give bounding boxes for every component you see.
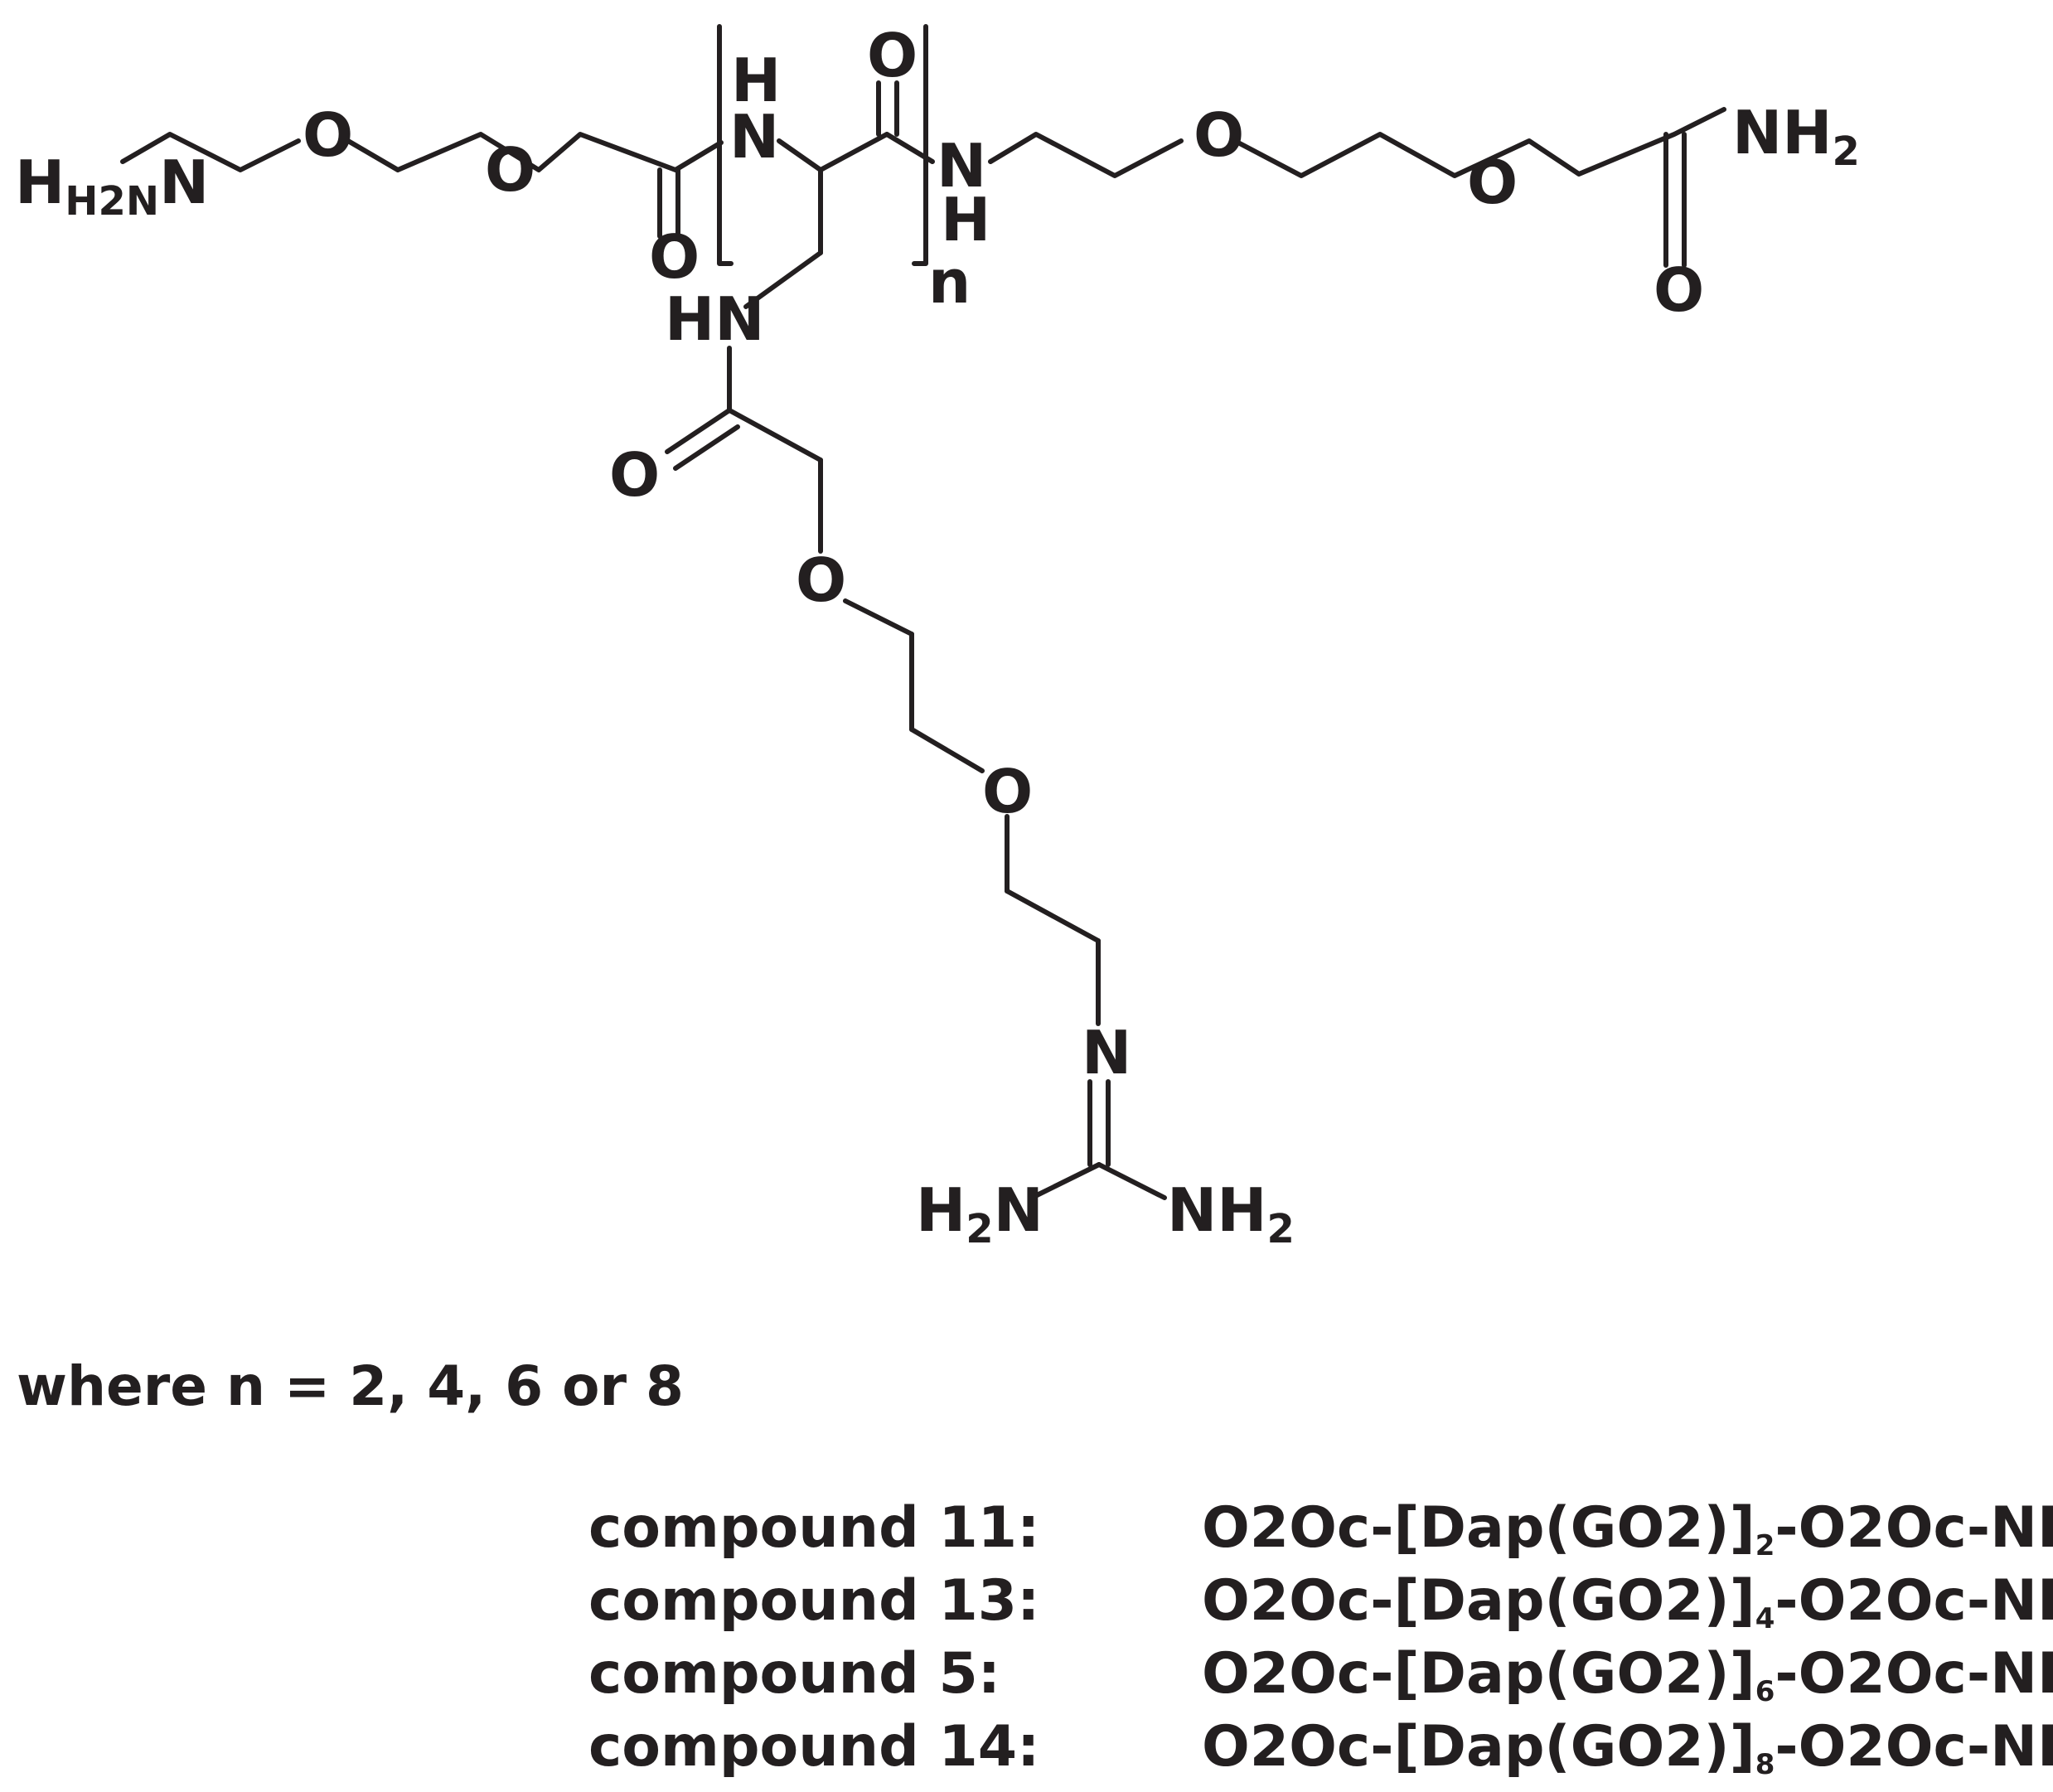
compound-name: compound 14: bbox=[588, 1714, 1040, 1780]
compound-formula: O2Oc-[Dap(GO2)]8-O2Oc-NH2 bbox=[1202, 1714, 2053, 1782]
guanidine-nitrogen: N bbox=[1082, 1018, 1131, 1087]
ether-oxygen-5: O bbox=[796, 545, 846, 615]
side-chain-carbonyl-oxygen: O bbox=[609, 440, 660, 510]
compound-list: compound 11: O2Oc-[Dap(GO2)]2-O2Oc-NH2 c… bbox=[588, 1495, 2053, 1792]
amide-nitrogen-right: N bbox=[937, 131, 986, 201]
ether-oxygen-2: O bbox=[485, 135, 535, 205]
amine-label-left: HH2NN bbox=[15, 148, 209, 225]
repeat-unit-condition: where n = 2, 4, 6 or 8 bbox=[17, 1354, 684, 1418]
terminal-amide-label: NH2 bbox=[1732, 98, 1860, 175]
ether-oxygen-6: O bbox=[982, 757, 1033, 826]
carbonyl-oxygen-right: O bbox=[867, 21, 918, 90]
backbone-hydrogen: H bbox=[731, 46, 781, 115]
chemical-structure: HH2NN O O O H N O N H n O O NH2 O HN O O… bbox=[15, 21, 1860, 1252]
atom-labels: HH2NN O O O H N O N H n O O NH2 O HN O O… bbox=[15, 21, 1860, 1252]
bond-lines bbox=[120, 24, 1726, 1200]
compound-name: compound 11: bbox=[588, 1495, 1040, 1561]
ether-oxygen-1: O bbox=[303, 100, 353, 170]
compound-formula: O2Oc-[Dap(GO2)]2-O2Oc-NH2 bbox=[1202, 1495, 2053, 1563]
ether-oxygen-4: O bbox=[1467, 148, 1518, 217]
carbonyl-oxygen-left: O bbox=[649, 222, 700, 292]
amide-hydrogen-right: H bbox=[941, 185, 990, 254]
guanidine-amine-left: H2N bbox=[916, 1175, 1043, 1252]
ether-oxygen-3: O bbox=[1194, 100, 1244, 170]
compound-row: compound 11: O2Oc-[Dap(GO2)]2-O2Oc-NH2 bbox=[588, 1495, 2053, 1573]
compound-name: compound 5: bbox=[588, 1641, 1000, 1707]
compound-row: compound 14: O2Oc-[Dap(GO2)]8-O2Oc-NH2 bbox=[588, 1714, 2053, 1792]
compound-row: compound 5: O2Oc-[Dap(GO2)]6-O2Oc-NH2 bbox=[588, 1641, 2053, 1719]
compound-formula: O2Oc-[Dap(GO2)]6-O2Oc-NH2 bbox=[1202, 1641, 2053, 1709]
compound-row: compound 13: O2Oc-[Dap(GO2)]4-O2Oc-NH2 bbox=[588, 1568, 2053, 1646]
compound-name: compound 13: bbox=[588, 1568, 1040, 1634]
side-chain-hn: HN bbox=[665, 284, 765, 354]
guanidine-amine-right: NH2 bbox=[1167, 1175, 1295, 1252]
repeat-unit-n: n bbox=[928, 247, 971, 317]
backbone-nitrogen: N bbox=[729, 102, 779, 172]
compound-formula: O2Oc-[Dap(GO2)]4-O2Oc-NH2 bbox=[1202, 1568, 2053, 1636]
terminal-amide-oxygen: O bbox=[1654, 255, 1704, 325]
